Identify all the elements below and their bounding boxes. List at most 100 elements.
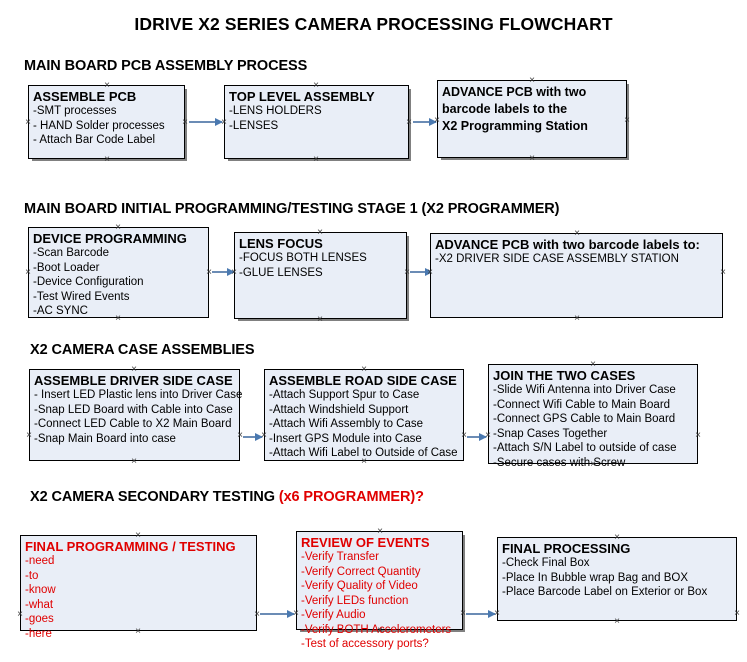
resize-handle-left[interactable] xyxy=(16,610,25,619)
resize-handle-top[interactable] xyxy=(316,228,325,237)
resize-handle-bottom[interactable] xyxy=(316,315,325,324)
node-line: -Attach Support Spur to Case xyxy=(269,389,420,401)
resize-handle-top[interactable] xyxy=(613,533,622,542)
resize-handle-left[interactable] xyxy=(24,268,33,277)
resize-handle-top[interactable] xyxy=(130,365,139,374)
resize-handle-bottom[interactable] xyxy=(589,460,598,469)
resize-handle-left[interactable] xyxy=(230,268,239,277)
resize-handle-top[interactable] xyxy=(103,81,112,90)
node-advance-pcb-to-programming-station[interactable]: ADVANCE PCB with two barcode labels to t… xyxy=(437,80,627,158)
node-line: -Insert GPS Module into Case xyxy=(269,432,422,445)
node-line: -Verify Transfer xyxy=(301,551,379,563)
node-line: -need xyxy=(25,555,55,567)
node-final-programming-testing[interactable]: FINAL PROGRAMMING / TESTING -need -to -k… xyxy=(20,535,257,640)
node-title: TOP LEVEL ASSEMBLY xyxy=(229,89,375,104)
node-line: -X2 DRIVER SIDE CASE ASSEMBLY STATION xyxy=(435,253,679,265)
node-line: -SMT processes xyxy=(33,105,117,117)
node-advance-pcb-to-driver-side-case[interactable]: ADVANCE PCB with two barcode labels to: … xyxy=(430,233,723,318)
resize-handle-right[interactable] xyxy=(181,118,190,127)
resize-handle-top[interactable] xyxy=(589,360,598,369)
resize-handle-top[interactable] xyxy=(360,365,369,374)
node-title: FINAL PROCESSING xyxy=(502,541,631,556)
node-assemble-driver-side-case[interactable]: ASSEMBLE DRIVER SIDE CASE - Insert LED P… xyxy=(29,369,243,461)
node-assemble-road-side-case[interactable]: ASSEMBLE ROAD SIDE CASE -Attach Support … xyxy=(264,369,464,461)
resize-handle-left[interactable] xyxy=(25,431,34,440)
resize-handle-bottom[interactable] xyxy=(528,154,537,163)
resize-handle-bottom[interactable] xyxy=(360,457,369,466)
resize-handle-right[interactable] xyxy=(460,431,469,440)
section-heading-x2-camera-secondary-testing: X2 CAMERA SECONDARY TESTING (x6 PROGRAMM… xyxy=(30,489,424,505)
node-line: -GLUE LENSES xyxy=(239,266,323,279)
node-lens-focus[interactable]: LENS FOCUS -FOCUS BOTH LENSES -GLUE LENS… xyxy=(234,232,407,319)
node-line: -know xyxy=(25,584,56,596)
resize-handle-right[interactable] xyxy=(719,268,728,277)
node-line: barcode labels to the xyxy=(442,102,568,116)
resize-handle-left[interactable] xyxy=(220,118,229,127)
node-title: ASSEMBLE ROAD SIDE CASE xyxy=(269,373,457,388)
node-line: -Attach S/N Label to outside of case xyxy=(493,442,677,454)
resize-handle-right[interactable] xyxy=(733,609,742,618)
resize-handle-left[interactable] xyxy=(426,268,435,277)
node-line: -AC SYNC xyxy=(33,305,88,317)
resize-handle-left[interactable] xyxy=(292,609,301,618)
resize-handle-left[interactable] xyxy=(493,609,502,618)
resize-handle-left[interactable] xyxy=(484,431,493,440)
resize-handle-left[interactable] xyxy=(433,116,442,125)
resize-handle-top[interactable] xyxy=(528,76,537,85)
resize-handle-top[interactable] xyxy=(573,229,582,238)
connector-review-of-events-to-final-processing xyxy=(466,610,496,618)
node-top-level-assembly[interactable]: TOP LEVEL ASSEMBLY -LENS HOLDERS -LENSES xyxy=(224,85,409,159)
resize-handle-top[interactable] xyxy=(114,223,123,232)
node-line: -Verify Audio xyxy=(301,609,366,621)
resize-handle-bottom[interactable] xyxy=(376,626,385,635)
node-line: - Insert LED Plastic lens into Driver Ca… xyxy=(34,389,243,401)
section-heading-main-board-initial-programming: MAIN BOARD INITIAL PROGRAMMING/TESTING S… xyxy=(24,201,560,217)
resize-handle-top[interactable] xyxy=(134,531,143,540)
node-final-processing[interactable]: FINAL PROCESSING -Check Final Box -Place… xyxy=(497,537,737,621)
node-line: - Attach Bar Code Label xyxy=(33,134,156,146)
resize-handle-bottom[interactable] xyxy=(613,617,622,626)
node-title: ADVANCE PCB with two xyxy=(442,85,587,99)
node-line: -Verify Correct Quantity xyxy=(301,565,421,578)
node-line: -Boot Loader xyxy=(33,261,100,274)
node-line: -Verify Quality of Video xyxy=(301,580,418,592)
node-review-of-events[interactable]: REVIEW OF EVENTS -Verify Transfer -Verif… xyxy=(296,531,463,650)
resize-handle-right[interactable] xyxy=(623,116,632,125)
node-title: LENS FOCUS xyxy=(239,236,323,251)
resize-handle-right[interactable] xyxy=(205,268,214,277)
node-title: JOIN THE TWO CASES xyxy=(493,368,636,383)
resize-handle-right[interactable] xyxy=(253,610,262,619)
node-title: REVIEW OF EVENTS xyxy=(301,535,430,550)
resize-handle-right[interactable] xyxy=(236,431,245,440)
resize-handle-bottom[interactable] xyxy=(114,314,123,323)
resize-handle-left[interactable] xyxy=(24,118,33,127)
node-title: ASSEMBLE DRIVER SIDE CASE xyxy=(34,373,233,388)
resize-handle-top[interactable] xyxy=(312,81,321,90)
resize-handle-bottom[interactable] xyxy=(103,155,112,164)
node-title: ASSEMBLE PCB xyxy=(33,89,137,104)
node-line: -here xyxy=(25,627,52,640)
resize-handle-top[interactable] xyxy=(376,527,385,536)
node-line: X2 Programming Station xyxy=(442,119,588,133)
node-line: -Check Final Box xyxy=(502,557,590,569)
resize-handle-right[interactable] xyxy=(694,431,703,440)
section-heading-accent: (x6 PROGRAMMER)? xyxy=(278,489,424,505)
resize-handle-bottom[interactable] xyxy=(573,314,582,323)
resize-handle-bottom[interactable] xyxy=(130,457,139,466)
node-line: -Snap LED Board with Cable into Case xyxy=(34,403,233,416)
resize-handle-right[interactable] xyxy=(403,268,412,277)
node-line: -Connect Wifi Cable to Main Board xyxy=(493,398,671,411)
node-line: -Attach Wifi Label to Outside of Case xyxy=(269,447,458,459)
resize-handle-right[interactable] xyxy=(459,609,468,618)
resize-handle-bottom[interactable] xyxy=(134,627,143,636)
node-line: -Connect LED Cable to X2 Main Board xyxy=(34,418,232,430)
node-join-the-two-cases[interactable]: JOIN THE TWO CASES -Slide Wifi Antenna i… xyxy=(488,364,698,469)
node-line: -Place Barcode Label on Exterior or Box xyxy=(502,586,708,598)
node-line: -to xyxy=(25,569,39,582)
resize-handle-right[interactable] xyxy=(405,118,414,127)
resize-handle-bottom[interactable] xyxy=(312,155,321,164)
node-device-programming[interactable]: DEVICE PROGRAMMING -Scan Barcode -Boot L… xyxy=(28,227,209,318)
node-assemble-pcb[interactable]: ASSEMBLE PCB -SMT processes - HAND Solde… xyxy=(28,85,185,159)
resize-handle-left[interactable] xyxy=(260,431,269,440)
